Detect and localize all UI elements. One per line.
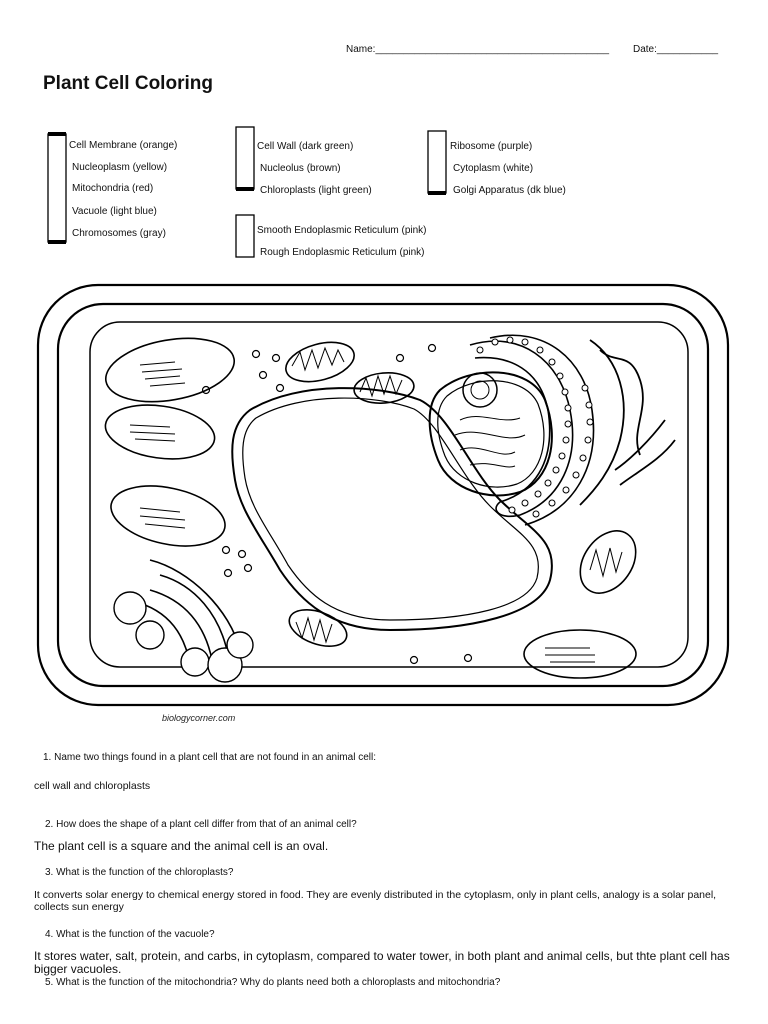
mitochondrion-1 <box>285 341 355 383</box>
plant-cell-diagram: biologycorner.com <box>36 283 730 723</box>
answer-3[interactable]: It converts solar energy to chemical ene… <box>34 889 717 913</box>
mitochondrion-4 <box>288 608 348 648</box>
cell-membrane <box>89 321 689 668</box>
date-label: Date: <box>633 44 657 55</box>
question-3: 3. What is the function of the chloropla… <box>45 867 234 878</box>
name-blank[interactable]: ________________________________________… <box>375 44 610 55</box>
chromosomes <box>454 416 526 468</box>
golgi-apparatus <box>579 339 676 506</box>
cell-wall-inner <box>56 302 710 688</box>
nucleolus <box>462 372 498 408</box>
answer-1[interactable]: cell wall and chloroplasts <box>34 780 151 792</box>
ribosomes <box>476 336 594 518</box>
legend-cytoplasm: Cytoplasm (white) <box>453 163 534 174</box>
legend-vacuole: Vacuole (light blue) <box>72 206 157 217</box>
vacuole-inner <box>242 397 539 621</box>
question-5: 5. What is the function of the mitochond… <box>45 977 501 988</box>
legend-brackets <box>47 126 447 258</box>
answer-2[interactable]: The plant cell is a square and the anima… <box>34 839 329 853</box>
name-line[interactable]: Name:___________________________________… <box>346 44 609 55</box>
legend-chromosomes: Chromosomes (gray) <box>72 228 166 239</box>
question-4: 4. What is the function of the vacuole? <box>45 929 215 940</box>
name-label: Name: <box>346 44 376 55</box>
nucleus <box>428 371 553 497</box>
chloroplast-1 <box>104 337 236 403</box>
mitochondrion-3 <box>579 530 637 594</box>
chloroplast-2 <box>104 404 216 460</box>
cell-wall-outer <box>36 283 730 707</box>
legend-cell-membrane: Cell Membrane (orange) <box>69 140 178 151</box>
question-1: 1. Name two things found in a plant cell… <box>43 752 376 763</box>
page-title: Plant Cell Coloring <box>43 73 213 94</box>
legend-nucleolus: Nucleolus (brown) <box>260 163 341 174</box>
legend-mitochondria: Mitochondria (red) <box>72 183 154 194</box>
legend-golgi: Golgi Apparatus (dk blue) <box>453 185 566 196</box>
chloroplast-4 <box>523 629 637 679</box>
rough-er <box>469 334 595 526</box>
question-2: 2. How does the shape of a plant cell di… <box>45 819 357 830</box>
vacuole-outer <box>231 387 553 632</box>
answer-4[interactable]: It stores water, salt, protein, and carb… <box>34 949 730 976</box>
legend-ribosome: Ribosome (purple) <box>450 141 533 152</box>
legend-nucleoplasm: Nucleoplasm (yellow) <box>72 162 168 173</box>
cytoplasm-particles <box>201 343 473 665</box>
date-line[interactable]: Date:___________ <box>633 44 718 55</box>
vesicles <box>113 591 254 683</box>
date-blank[interactable]: ___________ <box>656 44 719 55</box>
legend-chloroplasts: Chloroplasts (light green) <box>260 185 372 196</box>
chloroplast-3 <box>110 485 226 547</box>
mitochondrion-2 <box>353 372 415 404</box>
legend-rough-er: Rough Endoplasmic Reticulum (pink) <box>260 247 425 258</box>
legend-cell-wall: Cell Wall (dark green) <box>257 141 354 152</box>
legend-smooth-er: Smooth Endoplasmic Reticulum (pink) <box>257 225 427 236</box>
credit: biologycorner.com <box>162 713 236 723</box>
